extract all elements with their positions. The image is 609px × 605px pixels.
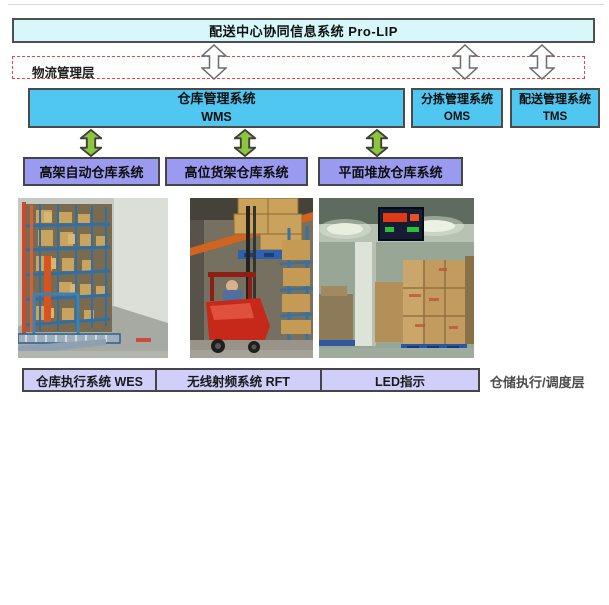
warehouse-box-label: 平面堆放仓库系统 (338, 165, 443, 180)
wms-name: 仓库管理系统 (177, 91, 256, 106)
updown-arrow-icon (452, 44, 478, 80)
execution-cell-led: LED指示 (320, 370, 478, 390)
wms-abbr: WMS (201, 110, 232, 124)
execution-cell-label: 无线射频系统 RFT (187, 374, 290, 389)
logistics-layer-dashed-box (12, 56, 585, 79)
execution-cell-label: 仓库执行系统 WES (36, 374, 143, 389)
execution-cell-label: LED指示 (374, 374, 425, 389)
tms-abbr: TMS (542, 111, 568, 123)
updown-arrow-icon (529, 44, 555, 80)
warehouse-box-asrs: 高架自动仓库系统 (23, 157, 160, 186)
tms-name: 配送管理系统 (518, 92, 591, 106)
oms-box: 分拣管理系统 OMS (411, 88, 503, 128)
execution-layer-label: 仓储执行/调度层 (490, 375, 585, 390)
green-updown-arrow-icon (79, 129, 103, 157)
warehouse-box-flatstack: 平面堆放仓库系统 (318, 157, 463, 186)
slide-top-edge (8, 4, 604, 5)
tms-box: 配送管理系统 TMS (510, 88, 600, 128)
wms-box: 仓库管理系统 WMS (28, 88, 405, 128)
updown-arrow-icon (201, 44, 227, 80)
top-system-bar: 配送中心协同信息系统 Pro-LIP (12, 18, 595, 43)
warehouse-box-label: 高架自动仓库系统 (39, 165, 144, 180)
execution-cell-wes: 仓库执行系统 WES (24, 370, 155, 390)
photo-reach-forklift (190, 198, 313, 358)
green-updown-arrow-icon (233, 129, 257, 157)
oms-name: 分拣管理系统 (420, 92, 493, 106)
top-system-title: 配送中心协同信息系统 Pro-LIP (209, 24, 398, 39)
execution-cell-rft: 无线射频系统 RFT (155, 370, 320, 390)
warehouse-box-highrack: 高位货架仓库系统 (165, 157, 308, 186)
logistics-layer-label: 物流管理层 (32, 66, 95, 80)
green-updown-arrow-icon (365, 129, 389, 157)
execution-systems-bar: 仓库执行系统 WES 无线射频系统 RFT LED指示 (22, 368, 480, 392)
photo-automated-rack-warehouse (18, 198, 168, 358)
photo-led-indicator-room (319, 198, 474, 358)
warehouse-box-label: 高位货架仓库系统 (184, 165, 289, 180)
oms-abbr: OMS (443, 111, 471, 123)
